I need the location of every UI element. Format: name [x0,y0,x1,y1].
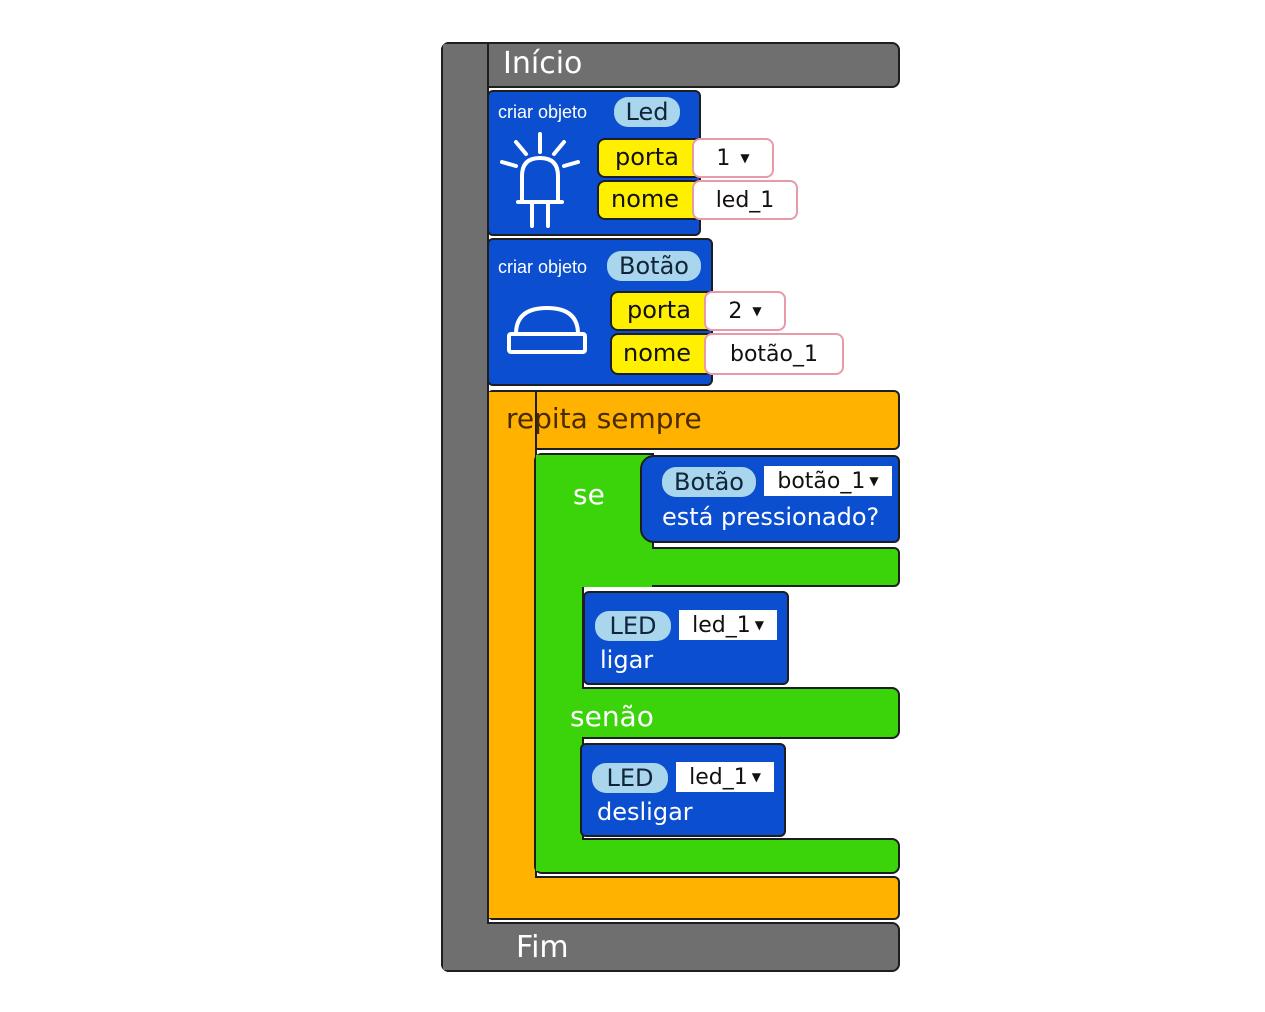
button-name-input[interactable]: botão_1 [704,333,844,375]
loop-cover [489,392,535,918]
led-off-object-value: led_1 [689,764,748,790]
button-name-value: botão_1 [730,341,818,367]
chevron-down-icon: ▼ [740,151,750,165]
condition-type-label: Botão [662,467,756,497]
loop-label: repita sempre [506,402,702,435]
else-label: senão [570,700,654,733]
program-end-block[interactable] [441,922,900,972]
chevron-down-icon: ▼ [751,770,761,784]
if-cover-5 [536,840,896,872]
led-on-object-value: led_1 [692,612,751,638]
led-name-label: nome [611,185,680,213]
chevron-down-icon: ▼ [869,474,879,488]
loop-block[interactable] [487,390,900,450]
if-cover-3 [536,689,896,737]
led-name-param [597,180,703,220]
button-name-label: nome [623,339,692,367]
led-icon [500,132,580,228]
chevron-down-icon: ▼ [754,618,764,632]
create-button-action-label: criar objeto [498,257,588,277]
led-on-action-label: ligar [600,646,654,674]
led-port-value: 1 [716,145,731,171]
led-off-type-label: LED [592,763,668,793]
program-start-label: Início [503,46,583,81]
create-led-action-label: criar objeto [498,102,588,122]
chevron-down-icon: ▼ [752,304,762,318]
if-label: se [573,478,605,511]
led-off-object-dropdown[interactable]: led_1 ▼ [676,762,774,792]
button-port-dropdown[interactable]: 2 ▼ [704,291,786,331]
push-button-icon [507,305,587,354]
create-led-type-label: Led [614,97,680,127]
loop-bottom-arm [487,876,900,920]
led-name-value: led_1 [715,187,775,213]
led-on-object-dropdown[interactable]: led_1 ▼ [679,610,777,640]
condition-object-value: botão_1 [777,468,866,494]
condition-object-dropdown[interactable]: botão_1 ▼ [764,466,892,496]
led-port-param [597,138,703,178]
button-port-label: porta [627,296,691,324]
led-name-input[interactable]: led_1 [692,180,798,220]
create-button-type-label: Botão [607,251,701,281]
program-end-label: Fim [516,930,569,965]
if-cover-4 [536,549,896,585]
led-on-type-label: LED [595,611,671,641]
led-port-label: porta [615,143,679,171]
button-port-value: 2 [728,298,743,324]
program-start-block[interactable] [441,42,900,88]
condition-text: está pressionado? [662,503,880,531]
program-frame-cover [443,44,487,970]
led-off-action-label: desligar [597,798,693,826]
led-port-dropdown[interactable]: 1 ▼ [692,138,774,178]
